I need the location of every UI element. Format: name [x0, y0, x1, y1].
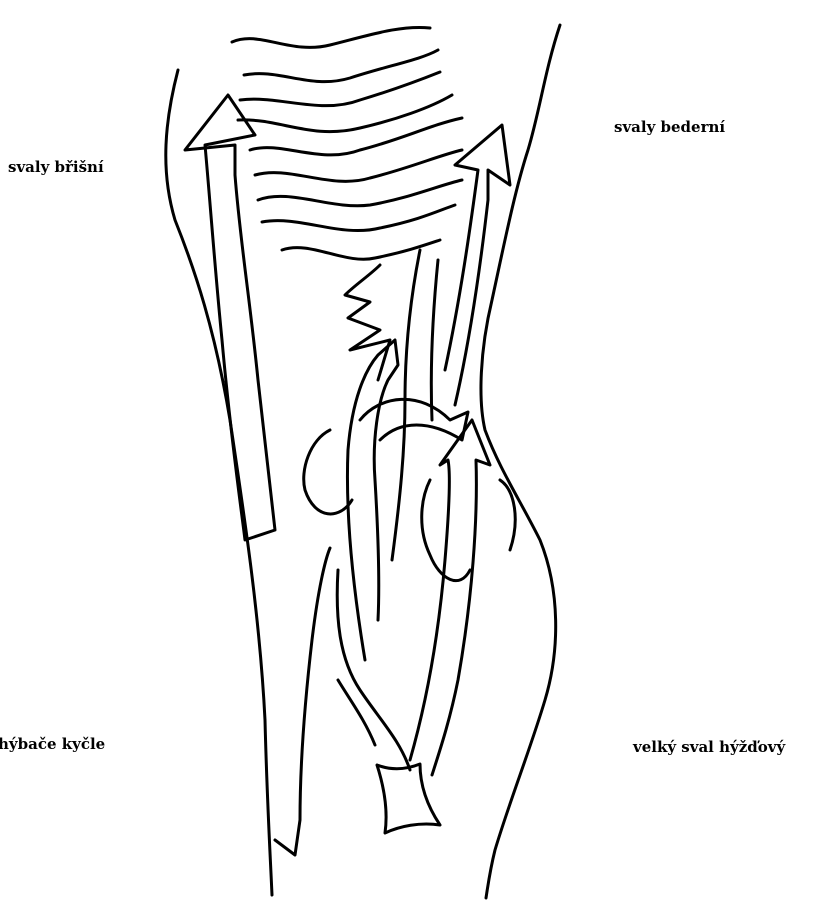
- abdominal-arrow: [185, 95, 275, 540]
- hip-flexor-arrow: [347, 340, 398, 660]
- wave-line-3: [240, 72, 440, 106]
- gluteus-arrow: [410, 420, 490, 775]
- right-body-outline: [481, 25, 560, 898]
- vertebrae: [345, 265, 390, 380]
- gluteal-bulge: [422, 480, 515, 581]
- label-hip-flexors: hýbače kyčle: [0, 735, 105, 753]
- wave-line-6: [255, 150, 462, 181]
- left-body-outline: [166, 70, 272, 895]
- thigh-line-2: [338, 680, 375, 745]
- wave-line-7: [258, 180, 462, 206]
- hip-joint: [304, 430, 352, 514]
- label-lumbar-muscles: svaly bederní: [614, 118, 725, 136]
- bottom-arrow-tail: [377, 764, 440, 833]
- thigh-arrow-left: [275, 548, 330, 855]
- wave-line-8: [262, 205, 455, 231]
- label-gluteus-maximus: velký sval hýžďový: [633, 738, 785, 756]
- inner-line-right: [431, 260, 438, 420]
- wave-line-1: [232, 27, 430, 47]
- inner-line-left: [392, 250, 420, 560]
- wave-line-9: [282, 240, 440, 259]
- wave-line-2: [244, 50, 438, 82]
- label-abdominal-muscles: svaly břišní: [8, 158, 104, 176]
